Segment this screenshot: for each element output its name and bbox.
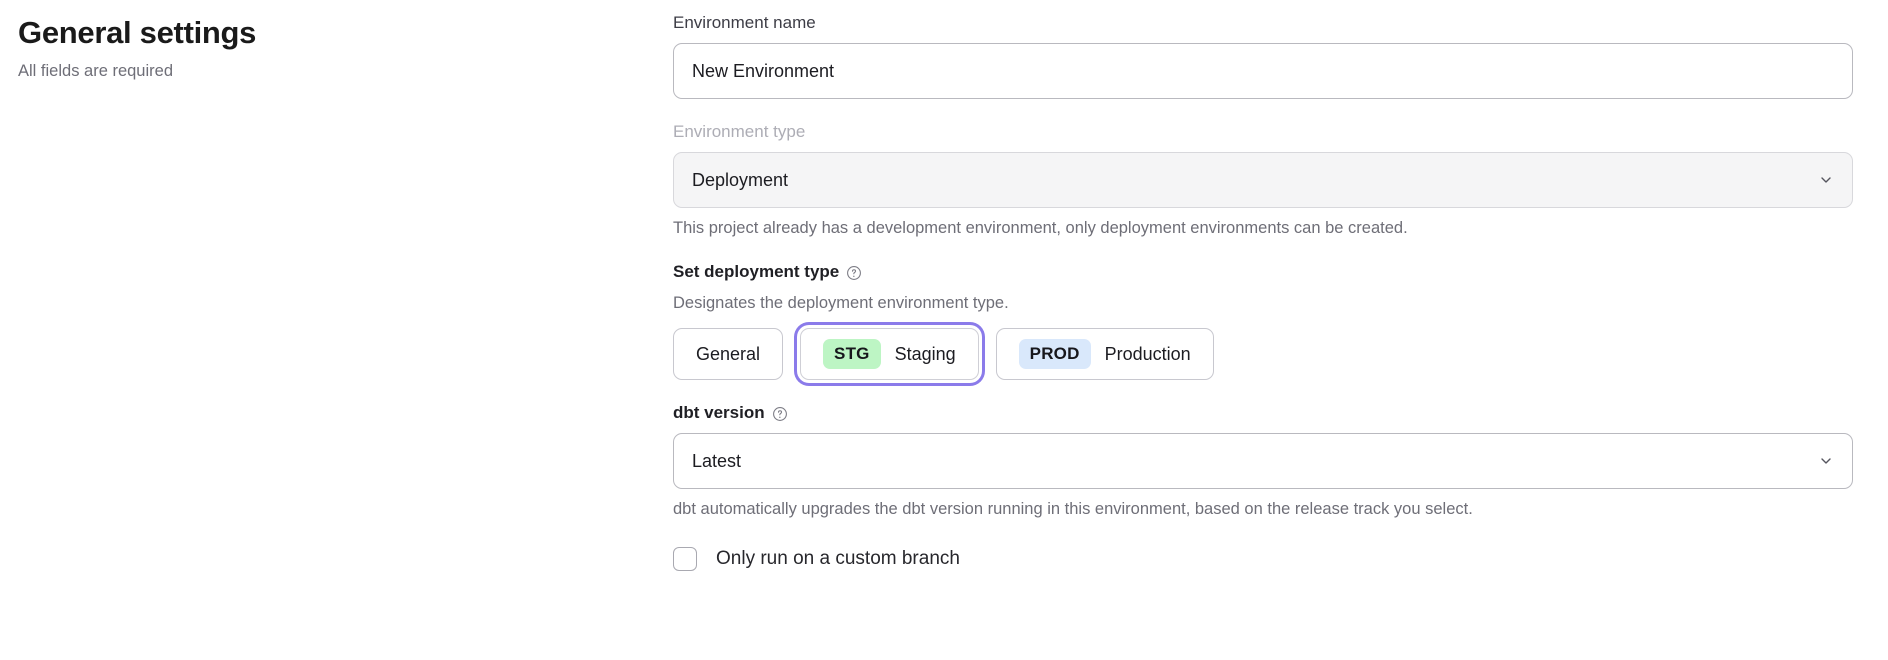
environment-name-value: New Environment [692, 60, 835, 81]
settings-form: Environment name New Environment Environ… [673, 12, 1853, 571]
dbt-version-helper: dbt automatically upgrades the dbt versi… [673, 500, 1473, 519]
custom-branch-row[interactable]: Only run on a custom branch [673, 546, 1853, 571]
deployment-type-option-general[interactable]: General [673, 328, 784, 381]
dbt-version-value: Latest [692, 451, 742, 472]
deployment-type-helper: Designates the deployment environment ty… [673, 294, 1009, 313]
question-circle-icon[interactable] [772, 406, 788, 422]
production-badge: PROD [1018, 339, 1091, 370]
deployment-type-option-staging[interactable]: STG Staging [800, 328, 979, 381]
deployment-type-field-group: Set deployment type Designates the deplo… [673, 261, 1853, 381]
chevron-down-icon [1821, 458, 1831, 464]
deployment-type-option-production-label: Production [1104, 343, 1191, 364]
spacer [673, 99, 1853, 121]
environment-name-field-group: Environment name New Environment [673, 12, 1853, 99]
deployment-type-option-staging-label: Staging [894, 343, 956, 364]
dbt-version-select[interactable]: Latest [673, 433, 1853, 490]
page-subtitle: All fields are required [18, 61, 173, 80]
deployment-type-label: Set deployment type [673, 262, 840, 282]
question-circle-icon[interactable] [846, 265, 862, 281]
environment-name-label: Environment name [673, 13, 816, 32]
deployment-type-option-general-label: General [696, 343, 761, 364]
deployment-type-label-row: Set deployment type [673, 261, 1853, 284]
dbt-version-label-row: dbt version [673, 402, 1853, 425]
environment-type-value: Deployment [692, 169, 789, 190]
custom-branch-checkbox[interactable] [673, 546, 697, 571]
environment-type-field-group: Environment type Deployment This project… [673, 121, 1853, 239]
deployment-type-option-production[interactable]: PROD Production [995, 328, 1214, 381]
settings-intro: General settings All fields are required [18, 14, 558, 82]
page-title: General settings [18, 15, 257, 50]
spacer [673, 380, 1853, 402]
staging-badge: STG [823, 339, 881, 370]
environment-type-select[interactable]: Deployment [673, 151, 1853, 208]
environment-name-input[interactable]: New Environment [673, 42, 1853, 99]
dbt-version-field-group: dbt version Latest dbt automatically upg… [673, 402, 1853, 520]
environment-type-helper: This project already has a development e… [673, 218, 1408, 237]
deployment-type-options: General STG Staging PROD Production [673, 328, 1853, 381]
chevron-down-icon [1821, 177, 1831, 183]
environment-type-label: Environment type [673, 121, 806, 141]
dbt-version-label: dbt version [673, 403, 765, 423]
spacer [673, 239, 1853, 261]
custom-branch-label[interactable]: Only run on a custom branch [716, 548, 960, 570]
